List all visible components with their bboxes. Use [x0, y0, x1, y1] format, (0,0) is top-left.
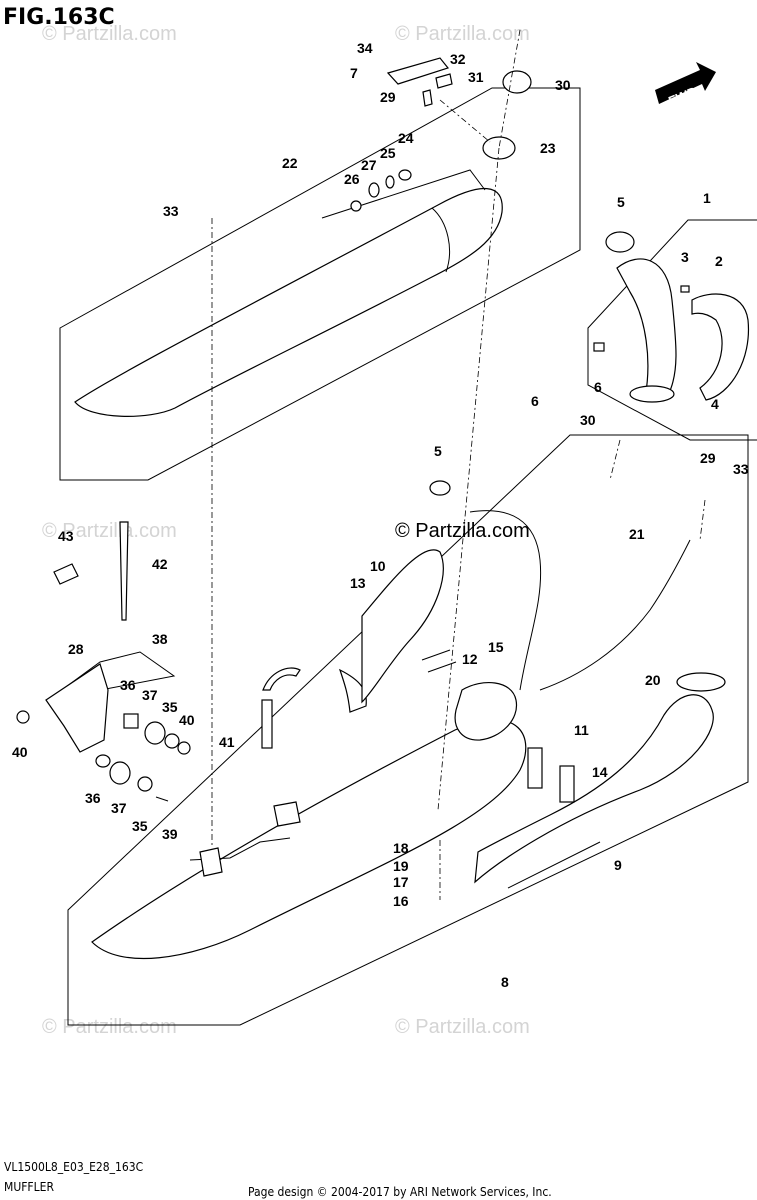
callout-39: 39 — [162, 826, 178, 842]
callout-38: 38 — [152, 631, 168, 647]
callout-21: 21 — [629, 526, 645, 542]
watermark-bottom-left: © Partzilla.com — [42, 1016, 177, 1038]
callout-28: 28 — [68, 641, 84, 657]
cable-tie-and-pad — [53, 521, 129, 621]
callout-41: 41 — [219, 734, 235, 750]
copyright-notice: Page design © 2004-2017 by ARI Network S… — [248, 1185, 552, 1199]
forward-arrow-icon: FWD — [655, 62, 716, 109]
watermark-mid-left: © Partzilla.com — [42, 520, 177, 542]
callout-42: 42 — [152, 556, 168, 572]
callout-32: 32 — [450, 51, 466, 67]
watermark-mid-center: © Partzilla.com — [395, 520, 530, 542]
watermark-top-center: © Partzilla.com — [395, 23, 530, 45]
bracket-assembly — [16, 651, 191, 802]
callout-30: 30 — [580, 412, 596, 428]
callout-40: 40 — [12, 744, 28, 760]
exhaust-pipe-assembly — [587, 219, 757, 441]
callout-6: 6 — [594, 379, 602, 395]
callout-37: 37 — [142, 687, 158, 703]
callout-22: 22 — [282, 155, 298, 171]
oxygen-sensor — [261, 667, 301, 749]
callout-9: 9 — [614, 857, 622, 873]
callout-23: 23 — [540, 140, 556, 156]
callout-13: 13 — [350, 575, 366, 591]
callout-20: 20 — [645, 672, 661, 688]
callout-10: 10 — [370, 558, 386, 574]
callout-6: 6 — [531, 393, 539, 409]
callout-15: 15 — [488, 639, 504, 655]
callout-4: 4 — [711, 396, 719, 412]
figure-code: VL1500L8_E03_E28_163C — [4, 1160, 143, 1174]
callout-1: 1 — [703, 190, 711, 206]
callout-17: 17 — [393, 874, 409, 890]
callout-8: 8 — [501, 974, 509, 990]
callout-25: 25 — [380, 145, 396, 161]
callout-24: 24 — [398, 130, 414, 146]
callout-labels: 34 32 7 31 30 29 24 23 22 25 27 26 33 5 … — [12, 40, 749, 990]
callout-18: 18 — [393, 840, 409, 856]
callout-12: 12 — [462, 651, 478, 667]
callout-27: 27 — [361, 157, 377, 173]
watermark-layer: © Partzilla.com © Partzilla.com © Partzi… — [42, 23, 530, 1038]
callout-35: 35 — [132, 818, 148, 834]
watermark-bottom-center: © Partzilla.com — [395, 1016, 530, 1038]
callout-16: 16 — [393, 893, 409, 909]
callout-2: 2 — [715, 253, 723, 269]
callout-5: 5 — [617, 194, 625, 210]
section-name: MUFFLER — [4, 1180, 54, 1194]
callout-7: 7 — [350, 65, 358, 81]
callout-3: 3 — [681, 249, 689, 265]
callout-33: 33 — [733, 461, 749, 477]
figure-title: FIG.163C — [3, 5, 115, 30]
callout-19: 19 — [393, 858, 409, 874]
callout-14: 14 — [592, 764, 608, 780]
callout-36: 36 — [85, 790, 101, 806]
callout-36: 36 — [120, 677, 136, 693]
upper-muffler-assembly — [59, 57, 581, 481]
callout-11: 11 — [574, 722, 589, 738]
callout-40: 40 — [179, 712, 195, 728]
callout-43: 43 — [58, 528, 74, 544]
callout-37: 37 — [111, 800, 127, 816]
callout-33: 33 — [163, 203, 179, 219]
callout-29: 29 — [380, 89, 396, 105]
callout-31: 31 — [468, 69, 484, 85]
callout-35: 35 — [162, 699, 178, 715]
callout-29: 29 — [700, 450, 716, 466]
callout-5: 5 — [434, 443, 442, 459]
callout-26: 26 — [344, 171, 360, 187]
leader-lines — [211, 29, 706, 900]
callout-34: 34 — [357, 40, 373, 56]
lower-muffler-assembly — [67, 434, 749, 1026]
watermark-top-left: © Partzilla.com — [42, 23, 177, 45]
callout-30: 30 — [555, 77, 571, 93]
